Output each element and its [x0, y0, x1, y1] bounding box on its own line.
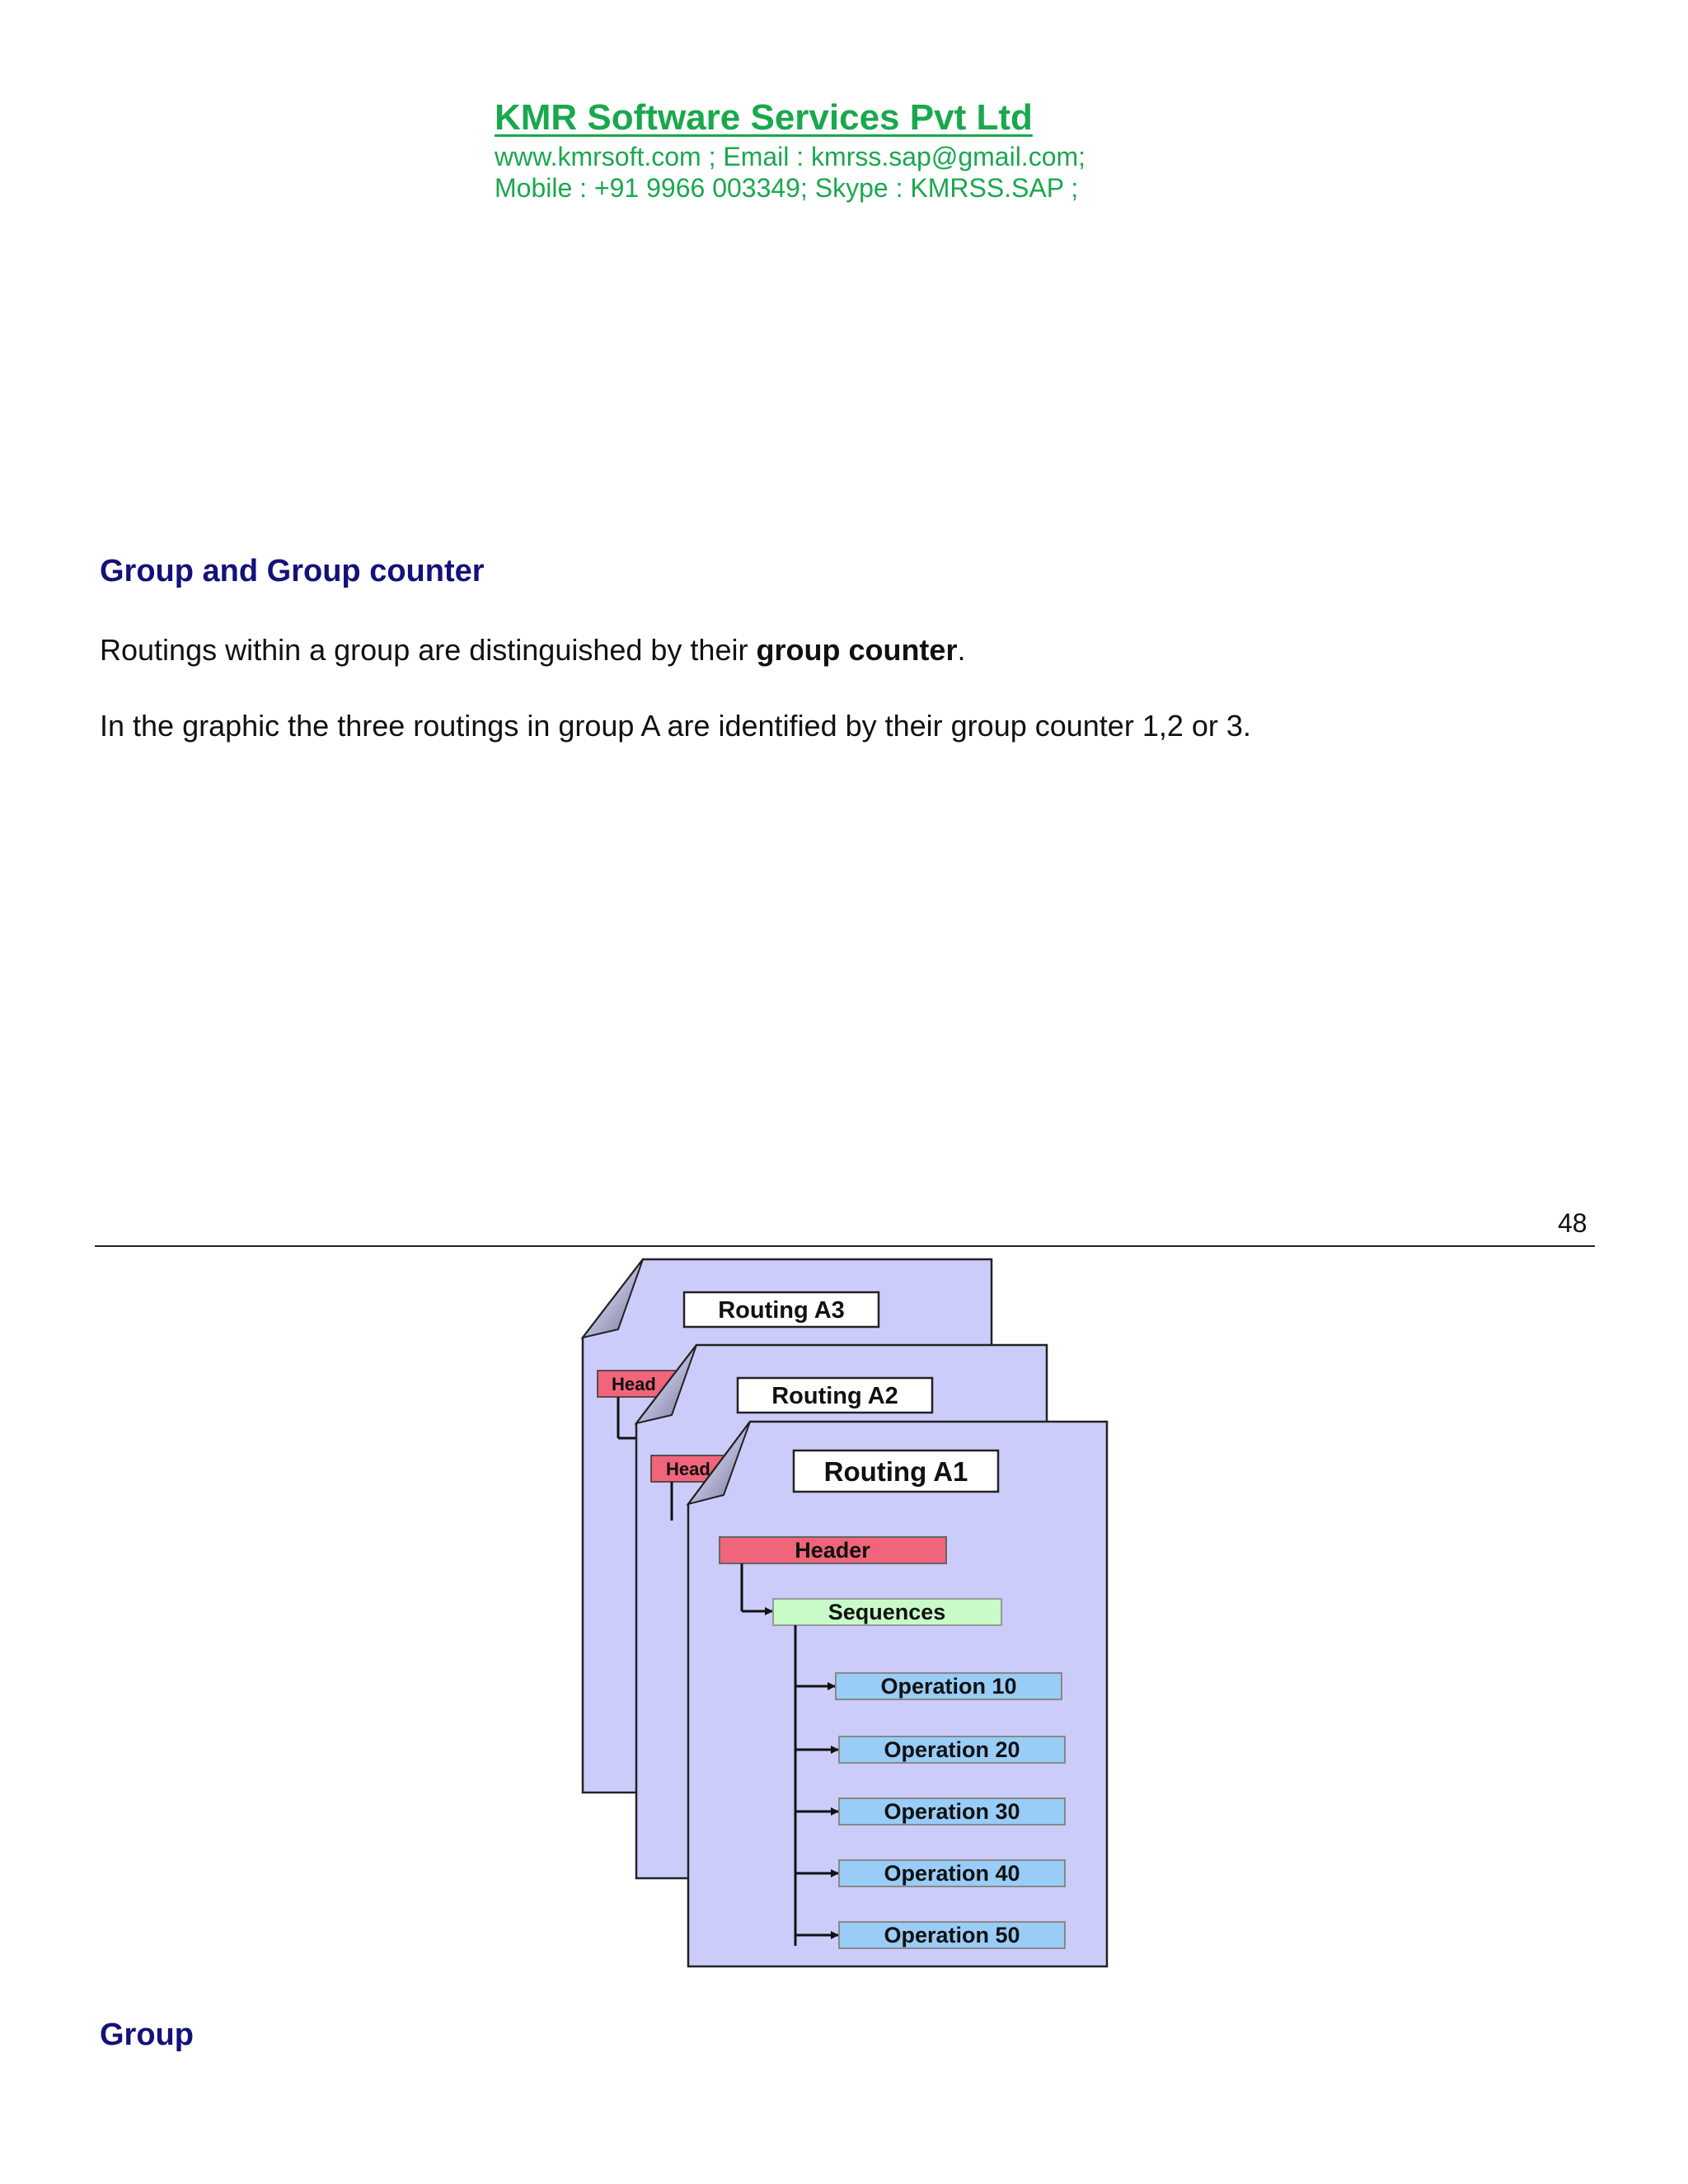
- header-label: Header: [795, 1538, 870, 1563]
- operation-40: Operation 40: [795, 1859, 1066, 1887]
- routing-a3-title: Routing A3: [718, 1297, 845, 1324]
- routing-a2-header-label: Head: [666, 1459, 710, 1479]
- operation-30-label: Operation 30: [884, 1799, 1020, 1824]
- company-name: KMR Software Services Pvt Ltd: [495, 97, 1033, 138]
- paragraph-bold-term: group counter: [756, 633, 958, 667]
- page-number: 48: [1558, 1208, 1587, 1238]
- operation-list: Operation 10 Operation 20 Operation 30 O…: [795, 1672, 1066, 1949]
- routing-a2-title: Routing A2: [771, 1383, 898, 1409]
- paragraph-text: Routings within a group are distinguishe…: [100, 633, 757, 667]
- page-curl-icon: [634, 1344, 697, 1425]
- page-curl-icon: [580, 1258, 644, 1339]
- operation-20-label: Operation 20: [884, 1737, 1020, 1762]
- operation-50: Operation 50: [795, 1921, 1066, 1949]
- routing-a3-title-box: [682, 1291, 880, 1329]
- section-heading-group: Group: [100, 2018, 194, 2052]
- routing-a1-title-box: [792, 1449, 1000, 1493]
- operation-30: Operation 30: [795, 1797, 1066, 1825]
- contact-line-mobile-skype: Mobile : +91 9966 003349; Skype : KMRSS.…: [495, 173, 1079, 203]
- paragraph-text-end: .: [957, 633, 966, 667]
- page-curl-icon: [686, 1421, 751, 1506]
- operation-40-label: Operation 40: [884, 1861, 1020, 1886]
- routing-page-a1: Routing A1 Header Sequences Operation 10…: [686, 1420, 1109, 1968]
- operation-10-label: Operation 10: [880, 1674, 1016, 1699]
- routing-diagram-svg: Routing A3 Head Routing A2 Head Routing …: [580, 1258, 1109, 1968]
- paragraph-group-counter: Routings within a group are distinguishe…: [100, 633, 965, 668]
- header-box: [719, 1536, 947, 1564]
- sequences-box: [772, 1598, 1002, 1626]
- operation-50-label: Operation 50: [884, 1923, 1020, 1947]
- routing-a1-title: Routing A1: [824, 1456, 968, 1487]
- routing-diagram: Routing A3 Head Routing A2 Head Routing …: [577, 1257, 1121, 1982]
- routing-a2-title-box: [736, 1376, 934, 1414]
- operation-10: Operation 10: [795, 1672, 1062, 1700]
- paragraph-graphic-description: In the graphic the three routings in gro…: [100, 709, 1251, 743]
- contact-line-web-email: www.kmrsoft.com ; Email : kmrss.sap@gmai…: [495, 142, 1086, 171]
- page-divider: [95, 1245, 1595, 1247]
- sequences-label: Sequences: [828, 1600, 946, 1624]
- section-heading-group-counter: Group and Group counter: [100, 554, 485, 588]
- operation-20: Operation 20: [795, 1736, 1066, 1764]
- routing-a3-header-label: Head: [612, 1374, 656, 1394]
